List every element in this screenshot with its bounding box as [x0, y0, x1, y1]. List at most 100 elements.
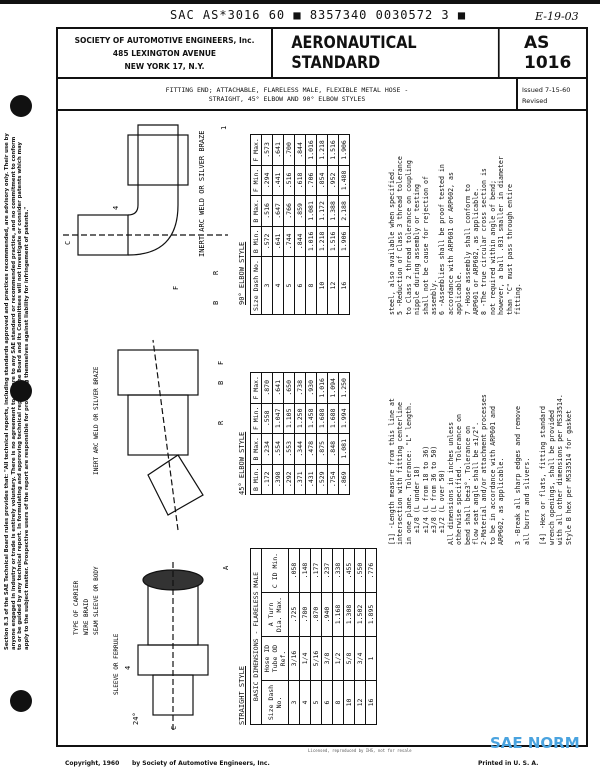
- table-cell: 1.081: [338, 433, 350, 465]
- col-header: B Max.: [250, 433, 262, 465]
- subject-line: STRAIGHT, 45° ELBOW AND 90° ELBOW STYLES: [208, 95, 366, 103]
- table-cell: 1.688: [316, 403, 328, 434]
- table-cell: .455: [343, 548, 355, 593]
- table-cell: .371: [294, 464, 306, 495]
- table-cell: 1/4: [299, 636, 311, 681]
- table-cell: 1.105: [283, 403, 295, 434]
- table-cell: .706: [305, 165, 317, 196]
- label-sleeve: SEAM SLEEVE OR BODY: [93, 566, 100, 635]
- table-cell: 1.516: [327, 226, 339, 257]
- table-cell: 1.516: [327, 134, 339, 166]
- col-header: B Min.: [250, 464, 262, 495]
- table-cell: .441: [272, 165, 284, 196]
- title-block: SOCIETY OF AUTOMOTIVE ENGINEERS, Inc. 48…: [58, 29, 586, 79]
- elbow-45-title: 45° ELBOW STYLE: [238, 431, 246, 495]
- drawing-area: TYPE OF CARRIER WIRE BRAID SEAM SLEEVE O…: [58, 111, 586, 745]
- table-heading: BASIC DIMENSIONS - FLARELESS MALE: [250, 548, 262, 725]
- table-row: 6.844.859.618.844: [294, 134, 306, 315]
- issue-info: Issued 7-15-60 Revised: [518, 79, 586, 109]
- handwritten-note: E-19-03: [535, 10, 579, 23]
- col-header: Size Dash No.: [250, 256, 262, 315]
- scan-code: SAC AS*3016 60 ■ 8357340 0030572 3 ■: [170, 8, 467, 22]
- table-cell: .854: [316, 165, 328, 196]
- table-cell: .618: [294, 165, 306, 196]
- label-f: F: [172, 286, 180, 290]
- table-cell: .292: [283, 464, 295, 495]
- table-cell: 1.016: [305, 134, 317, 166]
- col-header: B Max.: [250, 195, 262, 227]
- table-cell: .338: [332, 548, 344, 593]
- table-cell: .478: [305, 433, 317, 465]
- table-cell: .550: [354, 548, 366, 593]
- table-cell: 1.016: [305, 226, 317, 257]
- label-a: A: [222, 565, 230, 570]
- table-cell: .553: [283, 433, 295, 465]
- elbow-90-title: 90° ELBOW STYLE: [238, 241, 246, 305]
- punch-hole: [10, 690, 32, 712]
- straight-style-table: BASIC DIMENSIONS - FLARELESS MALE Size D…: [250, 548, 377, 725]
- table-cell: 1.906: [338, 134, 350, 166]
- table-row: 3.572.516.294.573: [261, 134, 273, 315]
- table-cell: 16: [338, 256, 350, 315]
- table-cell: 8: [305, 256, 317, 315]
- table-cell: .780: [299, 592, 311, 637]
- callout-4: 4: [112, 206, 120, 210]
- table-cell: 1.502: [354, 592, 366, 637]
- table-cell: 1.047: [272, 403, 284, 434]
- table-cell: 1.016: [316, 372, 328, 404]
- issued-date: Issued 7-15-60: [522, 86, 571, 94]
- label-b: B: [217, 381, 225, 385]
- table-cell: .572: [261, 226, 273, 257]
- table-cell: 12: [354, 680, 366, 725]
- table-cell: 1.688: [327, 403, 339, 434]
- copyright-holder: by Society of Automotive Engineers, Inc.: [132, 760, 270, 767]
- table-cell: 12: [327, 256, 339, 315]
- table-cell: 1.388: [327, 195, 339, 227]
- label-c: C: [170, 726, 178, 730]
- col-header: F Min.: [250, 165, 262, 196]
- table-cell: .738: [294, 372, 306, 404]
- document-type: AERONAUTICAL STANDARD: [291, 29, 500, 77]
- table-row: 4.641.647.441.641: [272, 134, 284, 315]
- society-address: SOCIETY OF AUTOMOTIVE ENGINEERS, Inc. 48…: [58, 29, 273, 77]
- table-cell: 10: [343, 680, 355, 725]
- straight-style-drawing: TYPE OF CARRIER WIRE BRAID SEAM SLEEVE O…: [73, 560, 230, 730]
- table-cell: .869: [338, 464, 350, 495]
- table-cell: 1.895: [365, 592, 377, 637]
- elbow-90-drawing: INERT ARC WELD OR SILVER BRAZE R B F C 4…: [63, 124, 228, 305]
- table-cell: .754: [327, 464, 339, 495]
- col-header: C ID Min.: [261, 548, 289, 593]
- label-f: F: [217, 361, 225, 365]
- table-cell: 3/4: [354, 636, 366, 681]
- table-cell: .177: [310, 548, 322, 593]
- punch-hole: [10, 380, 32, 402]
- elbow-45-table: B Min. B Max. F Min. F Max. .172.234.558…: [250, 372, 350, 495]
- notes-right: steel, also available when specified. 5 …: [388, 156, 523, 315]
- table-cell: .573: [261, 134, 273, 166]
- callout-4: 4: [124, 666, 132, 670]
- col-header: A Turn Dia. Max.: [261, 592, 289, 637]
- subject-block: FITTING END; ATTACHABLE, FLARELESS MALE,…: [58, 79, 586, 111]
- table-cell: .859: [294, 195, 306, 227]
- printed-in: Printed in U. S. A.: [478, 760, 539, 767]
- table-row: 5.744.766.516.700: [283, 134, 295, 315]
- table-cell: 1.218: [316, 226, 328, 257]
- label-ferrule: SLEEVE OR FERRULE: [113, 633, 120, 695]
- society-city: NEW YORK 17, N.Y.: [124, 62, 205, 71]
- table-cell: .344: [294, 433, 306, 465]
- table-cell: .058: [288, 548, 300, 593]
- table-cell: .529: [316, 464, 328, 495]
- col-header: B Min.: [250, 226, 262, 257]
- col-header: F Max.: [250, 134, 262, 166]
- table-cell: .516: [261, 195, 273, 227]
- label-angle: 24°: [132, 712, 140, 725]
- notes-left: [1] -Length measure from this line at in…: [388, 394, 573, 545]
